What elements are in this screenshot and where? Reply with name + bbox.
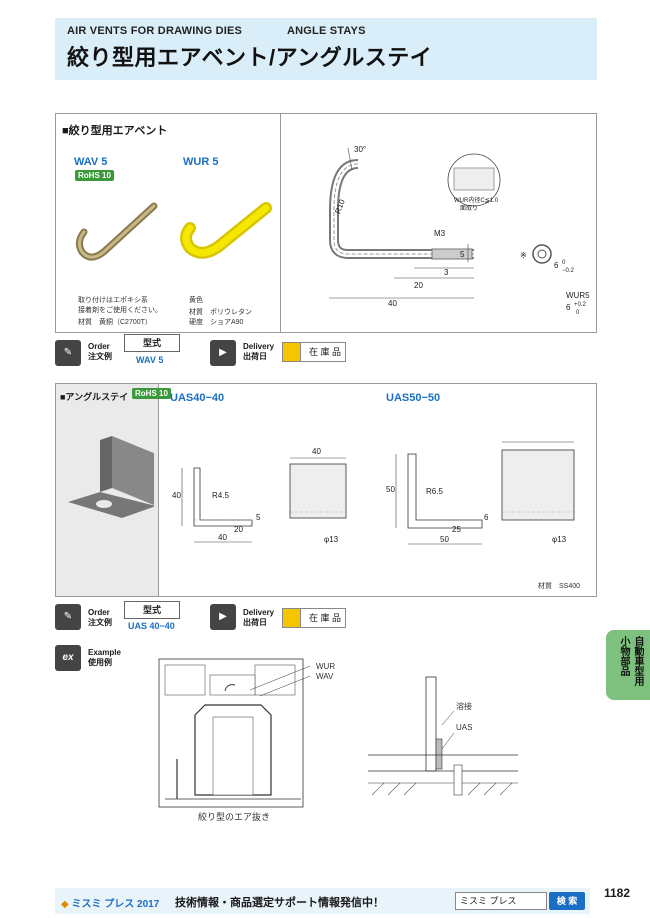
dim-3: 3 xyxy=(444,268,449,277)
chamfer-note-2: 面取り xyxy=(460,205,478,212)
page-header: AIR VENTS FOR DRAWING DIES ANGLE STAYS 絞… xyxy=(55,18,597,80)
section-title-angle-stay: ■アングルステイ xyxy=(60,392,129,402)
dim-5: 5 xyxy=(460,250,465,259)
angle-stay-drawings: 40 R4.5 20 5 40 40 φ13 50 R6.5 25 6 50 5… xyxy=(172,440,575,545)
tol-6: 6 xyxy=(554,261,559,270)
label-weld: 溶接 xyxy=(456,702,472,711)
wur-color: 黄色 xyxy=(189,297,203,304)
uas50-d50: 50 xyxy=(440,535,449,544)
page-title: 絞り型用エアベント/アングルステイ xyxy=(67,45,433,70)
side-category-tab[interactable]: 自動車型用小物部品 xyxy=(606,630,650,700)
uas50-height: 50 xyxy=(386,485,395,494)
uas40-d40: 40 xyxy=(218,533,227,542)
example-icon: ex xyxy=(55,645,81,671)
uas40-width: 40 xyxy=(312,447,321,456)
delivery-label-en: Delivery xyxy=(243,342,275,351)
box-icon-2 xyxy=(283,609,301,627)
rohs-badge-angle: RoHS 10 xyxy=(132,388,171,399)
stock-badge: 在 庫 品 xyxy=(282,342,346,362)
type-value-2: UAS 40−40 xyxy=(128,621,175,631)
dim-20: 20 xyxy=(414,281,423,290)
uas50-d6: 6 xyxy=(484,513,489,522)
uas50-width: 50 xyxy=(536,440,545,442)
order-icon: ✎ xyxy=(55,340,81,366)
box-icon xyxy=(283,343,301,361)
stock-badge-2: 在 庫 品 xyxy=(282,608,346,628)
example-label-en: Example xyxy=(88,648,121,657)
air-vent-drawing: 30° R10 M3 WUR内径C≦1.0 面取り 5 3 20 40 ※ 6 … xyxy=(329,145,590,316)
wav-note-1: 取り付けはエポキシ系 xyxy=(78,297,148,304)
chamfer-note-1: WUR内径C≦1.0 xyxy=(454,196,499,204)
wav-name: WAV 5 xyxy=(74,156,108,168)
wur-6: 6 xyxy=(566,303,571,312)
uas50-hole: φ13 xyxy=(552,535,567,544)
delivery-truck-icon-2: ▶ xyxy=(210,604,236,630)
label-uas: UAS xyxy=(456,723,473,732)
tol-minus: −0.2 xyxy=(562,268,575,274)
angle-stay-example-drawing xyxy=(368,676,518,796)
order-label-jp-2: 注文例 xyxy=(88,618,112,627)
order-icon-2: ✎ xyxy=(55,604,81,630)
uas40-d20: 20 xyxy=(234,525,243,534)
uas40-d5: 5 xyxy=(256,513,261,522)
misumi-logo-icon: ◆ xyxy=(61,899,69,910)
dim-m3: M3 xyxy=(434,229,446,238)
rohs-badge: RoHS 10 xyxy=(75,170,114,181)
footer-message: 技術情報・商品選定サポート情報発信中！ xyxy=(175,897,384,909)
vent-leader-lines xyxy=(250,665,311,697)
header-subtitle-left: AIR VENTS FOR DRAWING DIES xyxy=(67,25,243,37)
type-label-box: 型式 xyxy=(124,334,180,352)
die-example-drawing xyxy=(158,658,304,808)
type-value: WAV 5 xyxy=(136,355,164,365)
wav-product-image xyxy=(75,202,158,261)
footer-bar: ◆ ミスミ プレス 2017 技術情報・商品選定サポート情報発信中！ ミスミ プ… xyxy=(55,888,590,914)
section-title-air-vent: ■絞り型用エアベント xyxy=(62,125,168,137)
order-label-jp: 注文例 xyxy=(88,352,112,361)
order-label-en: Order xyxy=(88,342,110,351)
air-vent-panel: ■絞り型用エアベント WAV 5 RoHS 10 WUR 5 取り付けはエポキシ… xyxy=(55,113,597,333)
delivery-truck-icon: ▶ xyxy=(210,340,236,366)
order-label-en-2: Order xyxy=(88,608,110,617)
wur-name: WUR 5 xyxy=(183,156,219,168)
example-label-jp: 使用例 xyxy=(88,658,112,667)
uas40-height: 40 xyxy=(172,491,181,500)
wur-zero: 0 xyxy=(576,310,580,316)
delivery-label-en-2: Delivery xyxy=(243,608,275,617)
uas50-radius: R6.5 xyxy=(426,487,443,496)
uas40-radius: R4.5 xyxy=(212,491,229,500)
dim-40: 40 xyxy=(388,299,397,308)
dim-angle: 30° xyxy=(354,145,366,154)
wav-material: 材質 黄銅（C2700T） xyxy=(78,319,152,326)
tol-symbol: ※ xyxy=(520,251,527,260)
uas50-d25: 25 xyxy=(452,525,461,534)
type-label-box-2: 型式 xyxy=(124,601,180,619)
uas40-hole: φ13 xyxy=(324,535,339,544)
wur-product-image xyxy=(180,202,272,259)
delivery-label-jp: 出荷日 xyxy=(243,352,267,361)
label-wur: WUR xyxy=(316,662,336,671)
page-number: 1182 xyxy=(604,886,631,900)
uas50-name: UAS50−50 xyxy=(386,392,441,404)
angle-stay-panel: ■アングルステイ RoHS 10 UAS40−40 UAS50−50 40 R4… xyxy=(55,383,597,597)
footer-search-input[interactable]: ミスミ プレス xyxy=(455,892,547,910)
wur-material: 材質 ポリウレタン xyxy=(189,309,252,316)
wur-label: WUR5 xyxy=(566,291,590,300)
tol-0: 0 xyxy=(562,260,566,266)
uas40-name: UAS40−40 xyxy=(170,392,225,404)
example-caption: 絞り型のエア抜き xyxy=(198,812,271,822)
angle-stay-photo xyxy=(68,436,154,518)
label-wav: WAV xyxy=(316,672,334,681)
wav-note-2: 接着剤をご使用ください。 xyxy=(78,307,162,314)
header-subtitle-right: ANGLE STAYS xyxy=(287,25,366,37)
footer-search-button[interactable]: 検 索 xyxy=(549,892,585,910)
angle-material: 材質 SS400 xyxy=(538,583,581,590)
wur-hardness: 硬度 ショアA90 xyxy=(189,319,244,326)
wur-plus: +0.2 xyxy=(574,302,587,308)
footer-brand: ◆ ミスミ プレス 2017 xyxy=(61,899,160,910)
panel-divider xyxy=(280,114,281,332)
delivery-label-jp-2: 出荷日 xyxy=(243,618,267,627)
